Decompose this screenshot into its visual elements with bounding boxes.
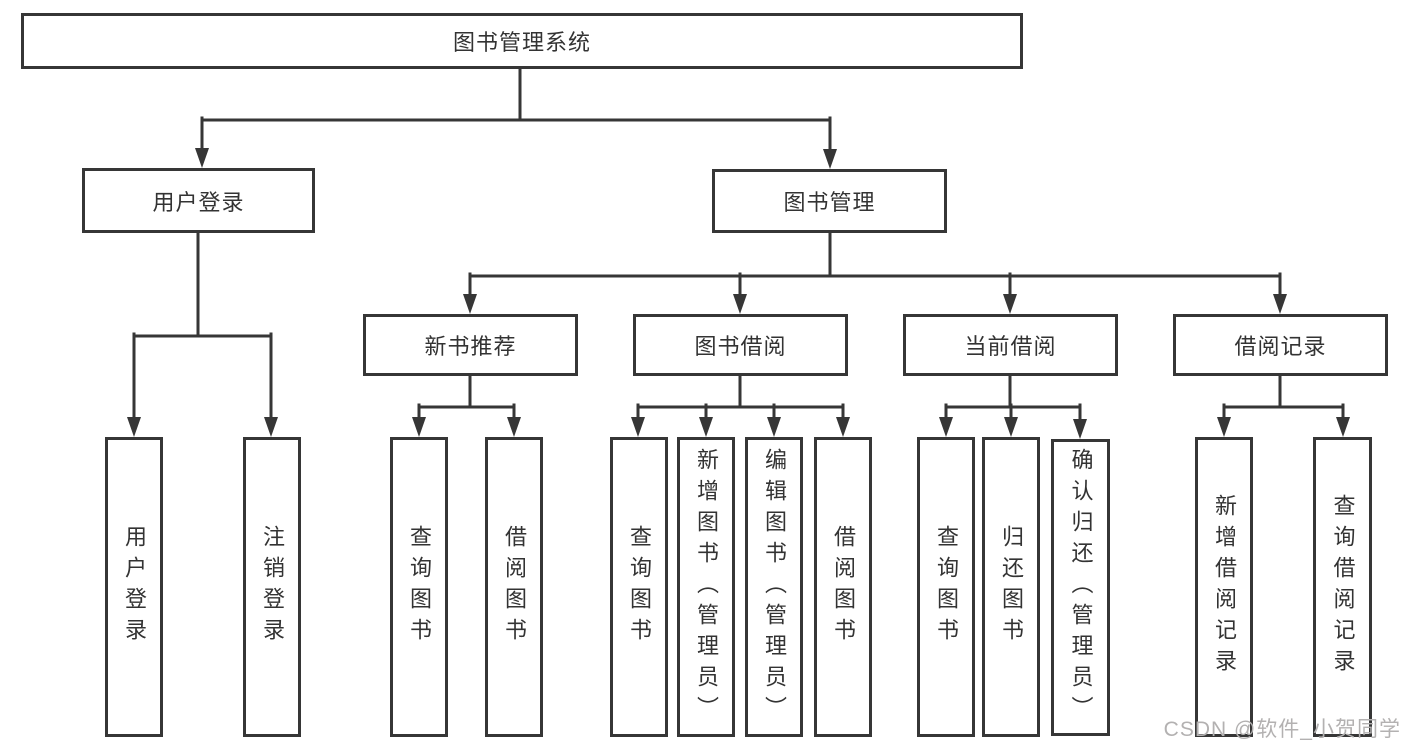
node-bb-add-books: 新增图书（管理员） <box>677 437 735 737</box>
node-book-mgmt-label: 图书管理 <box>783 190 876 215</box>
node-book-borrow: 图书借阅 <box>633 314 848 376</box>
node-bb-query-books-label: 查询图书 <box>627 525 652 649</box>
connector-book-mgmt-children <box>463 231 1287 314</box>
node-new-book-rec: 新书推荐 <box>363 314 578 376</box>
node-borrow-records-label: 借阅记录 <box>1234 334 1327 359</box>
node-cb-confirm-return-label: 确认归还（管理员） <box>1068 448 1094 727</box>
node-current-borrow-label: 当前借阅 <box>964 334 1057 359</box>
node-cb-query-books: 查询图书 <box>917 437 975 737</box>
node-bb-query-books: 查询图书 <box>610 437 668 737</box>
node-bb-borrow-books-label: 借阅图书 <box>831 525 856 649</box>
node-leaf-logout-label: 注销登录 <box>260 525 285 649</box>
node-br-query-record: 查询借阅记录 <box>1313 437 1372 737</box>
connector-borrow-records-children <box>1217 374 1350 437</box>
node-root: 图书管理系统 <box>21 13 1023 69</box>
node-root-label: 图书管理系统 <box>452 30 591 55</box>
node-book-mgmt: 图书管理 <box>712 169 947 233</box>
node-book-borrow-label: 图书借阅 <box>694 334 787 359</box>
node-br-add-record-label: 新增借阅记录 <box>1212 494 1237 680</box>
connector-user-login-children <box>127 231 278 437</box>
node-bb-edit-books-label: 编辑图书（管理员） <box>762 447 787 727</box>
node-cb-query-books-label: 查询图书 <box>934 525 959 649</box>
node-rec-borrow-books-label: 借阅图书 <box>502 525 527 649</box>
node-leaf-user-login-label: 用户登录 <box>122 525 147 649</box>
node-bb-add-books-label: 新增图书（管理员） <box>694 447 719 727</box>
node-cb-return-books-label: 归还图书 <box>999 525 1024 649</box>
node-current-borrow: 当前借阅 <box>903 314 1118 376</box>
node-cb-confirm-return: 确认归还（管理员） <box>1051 439 1110 736</box>
node-new-book-rec-label: 新书推荐 <box>424 334 517 359</box>
connector-new-book-rec-children <box>412 374 521 437</box>
node-rec-borrow-books: 借阅图书 <box>485 437 543 737</box>
node-user-login-label: 用户登录 <box>152 189 245 215</box>
connector-current-borrow-children <box>939 374 1087 439</box>
csdn-watermark: CSDN @软件_小贺同学 <box>1163 718 1401 741</box>
node-br-query-record-label: 查询借阅记录 <box>1330 494 1356 680</box>
node-user-login: 用户登录 <box>82 168 315 233</box>
node-bb-borrow-books: 借阅图书 <box>814 437 872 737</box>
node-cb-return-books: 归还图书 <box>982 437 1040 737</box>
node-bb-edit-books: 编辑图书（管理员） <box>745 437 803 737</box>
node-leaf-logout: 注销登录 <box>243 437 301 737</box>
connector-root-children <box>195 67 837 169</box>
node-leaf-user-login: 用户登录 <box>105 437 163 737</box>
node-rec-query-books: 查询图书 <box>390 437 448 737</box>
connector-book-borrow-children <box>631 374 850 437</box>
node-rec-query-books-label: 查询图书 <box>407 525 432 649</box>
node-br-add-record: 新增借阅记录 <box>1195 437 1253 737</box>
node-borrow-records: 借阅记录 <box>1173 314 1388 376</box>
